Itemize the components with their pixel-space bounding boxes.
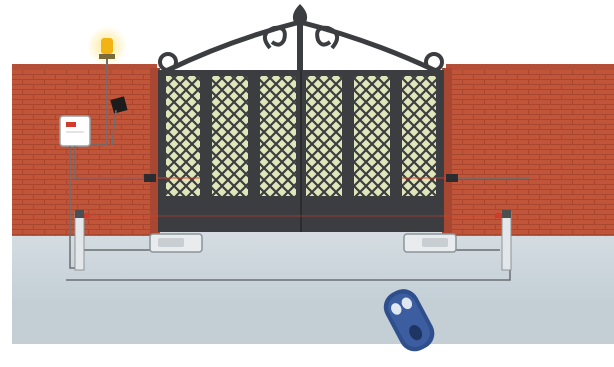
right-brick-wall bbox=[446, 64, 614, 236]
left-underground-motor bbox=[150, 234, 202, 252]
right-gate-arm bbox=[446, 174, 458, 182]
left-gate-arm bbox=[144, 174, 156, 182]
control-box-icon bbox=[60, 116, 90, 146]
right-underground-motor bbox=[404, 234, 456, 252]
warning-lamp-icon bbox=[87, 26, 127, 68]
left-brick-wall bbox=[12, 64, 157, 236]
gate bbox=[158, 4, 444, 232]
right-gate-leaf bbox=[301, 70, 444, 232]
ground-lower-band bbox=[12, 300, 614, 344]
left-gate-leaf bbox=[158, 70, 301, 232]
